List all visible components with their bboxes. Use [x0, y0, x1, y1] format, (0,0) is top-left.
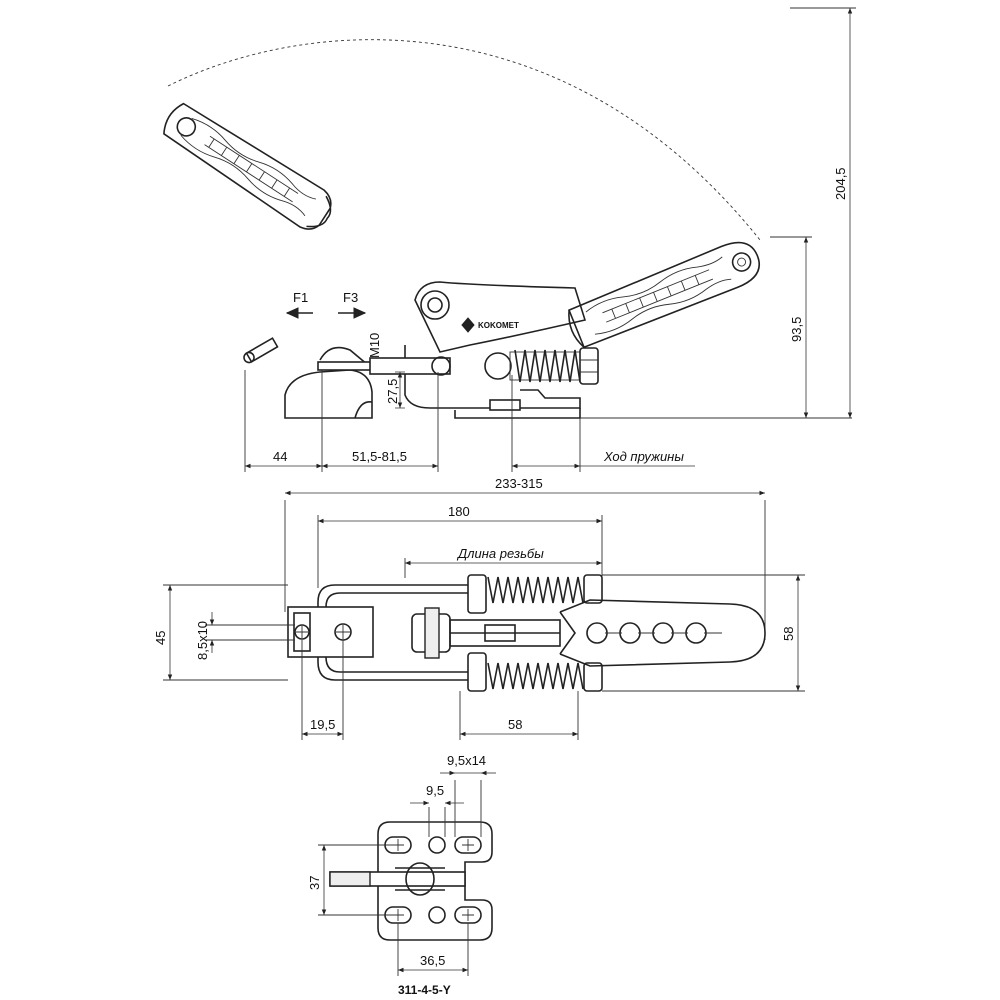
dim-19: 19,5 — [310, 717, 335, 732]
dim-36: 36,5 — [420, 953, 445, 968]
dim-44: 44 — [273, 449, 287, 464]
dim-51: 51,5-81,5 — [352, 449, 407, 464]
top-view: 233-315 180 Длина резьбы — [153, 476, 805, 740]
open-handle — [163, 102, 332, 230]
dim-27: 27,5 — [385, 379, 400, 404]
svg-text:F1: F1 — [293, 290, 308, 305]
thread-length-label: Длина резьбы — [456, 546, 544, 561]
dim-45: 45 — [153, 631, 168, 645]
dim-93: 93,5 — [789, 317, 804, 342]
spring-travel-label: Ход пружины — [603, 449, 684, 464]
spring-top — [487, 576, 584, 604]
dim-9x14: 9,5x14 — [447, 753, 486, 768]
hook-catch — [284, 369, 373, 419]
base-plate — [377, 821, 493, 941]
swing-arc — [167, 39, 761, 241]
dim-204: 204,5 — [833, 167, 848, 200]
dim-58-side: 58 — [781, 627, 796, 641]
dim-9: 9,5 — [426, 783, 444, 798]
spring — [509, 349, 581, 383]
clamp-body — [404, 345, 581, 409]
force-f3: F3 — [338, 290, 367, 319]
brand-text: KOKOMET — [478, 321, 519, 330]
dim-37: 37 — [307, 876, 322, 890]
spring-bottom — [487, 662, 584, 690]
model-label: 311-4-5-Y — [398, 983, 451, 997]
handle-top — [559, 599, 766, 667]
dim-8: 8,5x10 — [195, 621, 210, 660]
brand-logo: KOKOMET — [461, 317, 519, 333]
svg-text:F3: F3 — [343, 290, 358, 305]
closed-handle — [568, 241, 761, 349]
dim-180: 180 — [448, 504, 470, 519]
force-f1: F1 — [285, 290, 313, 319]
lever-arm — [414, 281, 587, 353]
side-view: KOKOMET F1 — [163, 7, 856, 472]
dim-233: 233-315 — [495, 476, 543, 491]
detached-pin — [243, 337, 279, 364]
dim-58-bottom: 58 — [508, 717, 522, 732]
thread-label: M10 — [367, 333, 382, 358]
base-view: 9,5x14 9,5 37 36,5 311-4-5-Y — [307, 753, 496, 997]
